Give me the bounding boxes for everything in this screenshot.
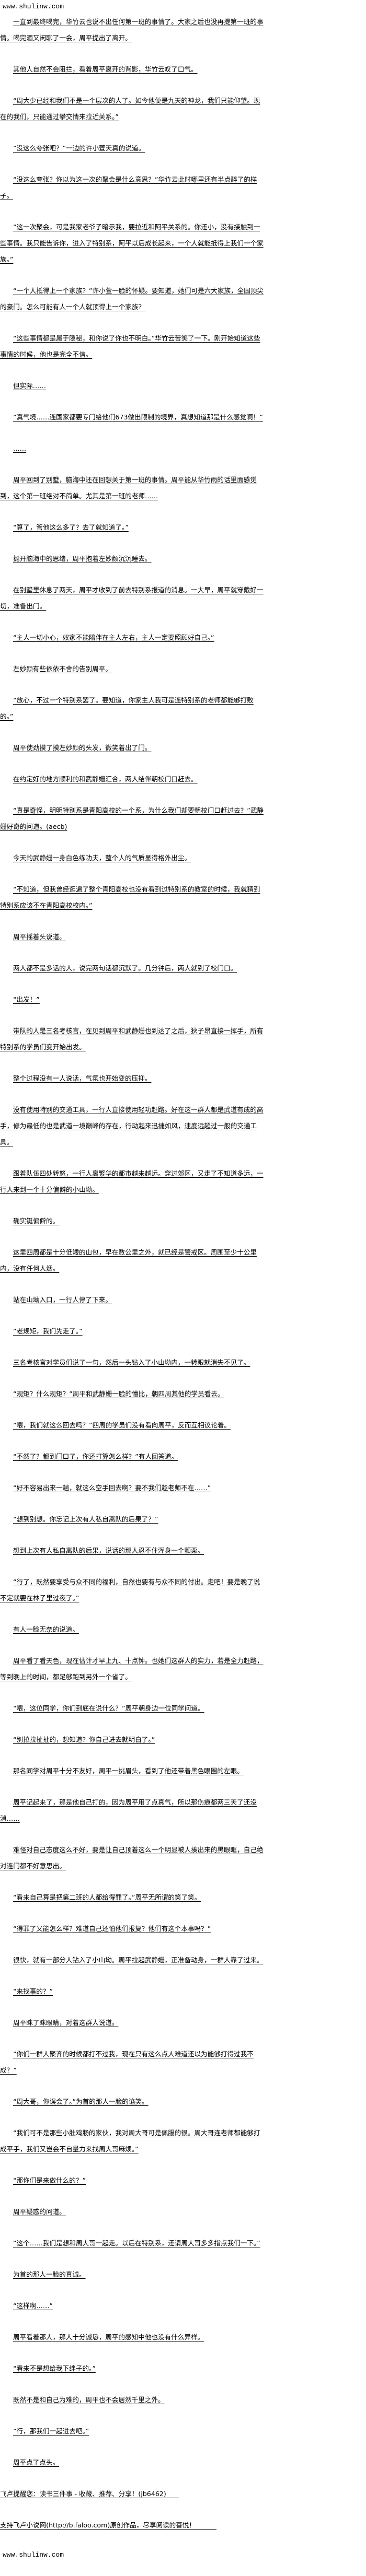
paragraph: “算了，管他这么多了？去了就知道了。”	[13, 523, 129, 531]
paragraph: “这一次聚会，可是我家老爷子暗示我，要拉近和阿平关系的。你还小，没有接触到一些事…	[0, 223, 264, 263]
paragraph: “没这么夸张吧？”一边的许小萱天真的说道。	[13, 144, 145, 152]
paragraph: “这些事情都是属于隐秘，和你说了你也不明白。”华竹云苦笑了一下。刚开始知道这些事…	[0, 334, 260, 358]
paragraph: “没这么夸张？你以为这一次的聚会是什么意思？”华竹云此时哪里还有半点醉了的样子。	[0, 175, 257, 200]
paragraph: “真是奇怪，明明特别系是青阳高校的一个系，为什么我们却要朝校门口赶过去？”武静姗…	[0, 806, 264, 830]
paragraph: “行了，既然要享受与众不同的福利，自然也要有与众不同的付出。走吧！要是晚了说不定…	[0, 1578, 260, 1602]
paragraph: 抛开脑海中的思绪，周平抱着左妙颜沉沉睡去。	[13, 555, 152, 563]
paragraph: 周平回到了别墅，脑海中还在回想关于第一班的事情。周平能从华竹雨的话里面感觉到，这…	[0, 476, 257, 500]
paragraph: 既然不是和自己为难的，周平也不会居然千里之外。	[13, 2396, 165, 2404]
paragraph: 周平点了点头。	[13, 2458, 60, 2466]
paragraph: 周平摇着头说道。	[13, 933, 66, 941]
paragraph: “别拉拉扯扯的，想知道？你自己进去就明白了。”	[13, 1736, 155, 1743]
paragraph: “喂，我们就这么回去吗？”四周的学员们没有看向周平，反而互相议论着。	[13, 1421, 231, 1429]
paragraph: 那名同学对周平十分不友好，周平一挑眉头，看到了他还带着黑色眼圈的左眼。	[13, 1767, 244, 1775]
site-footer-url: www.shulinw.com	[3, 2551, 64, 2559]
paragraph: “放心，不过一个特别系罢了。要知道，你家主人我可是连特别系的老师都能够打败的。”	[0, 696, 254, 720]
paragraph: 整个过程没有一人说话，气氛也开始变的压抑。	[13, 1074, 152, 1082]
paragraph: “得罪了又能怎么样？难道自己还怕他们报复？他们有这个本事吗？”	[13, 1925, 211, 1933]
paragraph: 确实铤偏僻的。	[13, 1217, 60, 1225]
paragraph: “我们可不是那些小肚鸡肠的家伙，我对周大哥可是佩服的很。周大哥连老师都能够打成平…	[0, 2129, 260, 2153]
paragraph: “周大少已经和我们不是一个层次的人了。如今他便是九天的神龙，我们只能仰望。现在的…	[0, 97, 260, 121]
paragraph: “看来不是想给我下绊子的。”	[13, 2364, 96, 2372]
paragraph: “真气境……连国家都要专门给他们673做出限制的境界，真想知道那是什么感觉啊！”	[13, 413, 263, 421]
paragraph: “不知道，但我曾经逛遍了整个青阳高校也没有看到过特别系的教室的时候，我就猜到特别…	[0, 885, 260, 909]
paragraph: ……	[13, 444, 27, 452]
paragraph: “看来自己算是把第二班的人都给得罪了。”周平无所谓的笑了笑。	[13, 1893, 201, 1901]
paragraph: 其他人自然不会阻拦，看着周平离开的背影，华竹云叹了口气。	[13, 65, 198, 73]
paragraph: 带队的人是三名考核官，在见到周平和武静姗也到达了之后，狄子昂直接一挥手，所有特别…	[0, 1027, 264, 1051]
paragraph: “老规矩，我们先走了。”	[13, 1327, 83, 1335]
paragraph: 今天的武静姗一身白色练功夫，整个人的气质显得格外出尘。	[13, 854, 191, 862]
paragraph: 周平眯了眯眼睛，对着这群人说道。	[13, 2019, 119, 2027]
paragraph: 没有使用特别的交通工具，一行人直接使用轻功赶路。好在这一群人都是武道有成的高手，…	[0, 1106, 264, 1146]
paragraph: 难怪对自己态度这么不好，要是让自己顶着这么一个明显被人揍出来的黑眼眶，自己绝对连…	[0, 1846, 264, 1870]
chapter-content: 一直到最终喝完，华竹云也说不出任何第一班的事情了。大家之后也没再提第一班的事情。…	[0, 14, 265, 2470]
paragraph: “这个……我们是想和周大哥一起走。以后在特别系，还请周大哥多多指点我们一下。”	[13, 2239, 260, 2247]
paragraph: 很快，就有一部分人钻入了小山坳。周平拉起武静姗，正准备动身，一群人靠了过来。	[13, 1956, 264, 1964]
paragraph: “好不容易出来一趟，就这么空手回去啊？要不我们趁老师不在……”	[13, 1484, 211, 1492]
paragraph: 有人一脸无奈的说道。	[13, 1625, 79, 1633]
paragraph: 周平使劲摸了摸左妙颜的头发，微笑着出了门。	[13, 744, 152, 752]
paragraph: “规矩？什么规矩？”周平和武静姗一脸的懵比，朝四周其他的学员看去。	[13, 1390, 224, 1398]
paragraph: 为首的那人一脸的真诚。	[13, 2270, 86, 2278]
paragraph: “来找事的？”	[13, 1987, 53, 1995]
paragraph: 这里四周都是十分低矮的山包，早在数公里之外，就已经是警戒区。周围至少十公里内，没…	[0, 1248, 257, 1272]
paragraph: “一个人抵得上一个家族？”许小萱一脸的怀疑。要知道，她们可是六大家族，全国顶尖的…	[0, 287, 264, 311]
paragraph: 周平记起来了，那是他自己打的，因为周平用了点真气，所以那伤痕都两三天了还没消……	[0, 1798, 257, 1822]
paragraph: “周大哥，你误会了。”为首的那人一脸的谄笑。	[13, 2098, 148, 2105]
paragraph: “出发！”	[13, 996, 40, 1003]
paragraph: 但实际……	[13, 382, 46, 390]
paragraph: 两人都不是多话的人，说完两句话都沉默了。几分钟后，两人就到了校门口。	[13, 964, 237, 972]
paragraph: 在别墅里休息了两天，周平才收到了前去特别系报道的消息。一大早，周平就穿戴好一切，…	[0, 586, 264, 610]
paragraph: 站在山坳入口，一行人停了下来。	[13, 1296, 112, 1304]
paragraph: “这样啊……”	[13, 2302, 53, 2310]
paragraph: “行，那我们一起进去吧。”	[13, 2427, 89, 2435]
faloo-support-link[interactable]: 支持飞卢小说网(http://b.faloo.com)原创作品，尽享阅读的喜悦！	[0, 2521, 217, 2529]
faloo-reminder: 飞卢提醒您：读书三件事 - 收藏、推荐、分享！(jb6462)	[0, 2490, 179, 2498]
paragraph: “想到别想。你忘记上次有人私自离队的后果了？”	[13, 1515, 158, 1523]
chapter-footer: 飞卢提醒您：读书三件事 - 收藏、推荐、分享！(jb6462) 支持飞卢小说网(…	[0, 2486, 366, 2562]
paragraph: “那你们是来做什么的？”	[13, 2176, 86, 2184]
paragraph: “你们一群人聚齐的时候都打不过我，现在只有这么点人难道还以为能够打得过我不成？”	[0, 2050, 254, 2074]
paragraph: 周平看了看天色，现在估计才早上九、十点钟。也她们这群人的实力，若是全力赶路，等到…	[0, 1657, 264, 1681]
paragraph: 三名考核官对学员们说了一句，然后一头钻入了小山坳内，一转眼就消失不见了。	[13, 1359, 250, 1366]
paragraph: “喂，这位同学，你们到底在说什么？”周平朝身边一位同学问道。	[13, 1704, 204, 1712]
paragraph: “主人一切小心，奴家不能陪伴在主人左右，主人一定要照顾好自己。”	[13, 634, 214, 641]
paragraph: 左妙颜有些依依不舍的告别周平。	[13, 665, 112, 673]
paragraph: “不然了？都到门口了，你还打算怎么样？”有人回答道。	[13, 1453, 178, 1460]
paragraph: 周平疑惑的问道。	[13, 2208, 66, 2216]
paragraph: 一直到最终喝完，华竹云也说不出任何第一班的事情了。大家之后也没再提第一班的事情。…	[0, 18, 264, 42]
paragraph: 在约定好的地方顺利的和武静姗汇合，两人结伴朝校门口赶去。	[13, 775, 198, 783]
paragraph: 周平看着那人，那人十分诚恳，周平的感知中他也没有什么异样。	[13, 2333, 204, 2341]
paragraph: 跟着队伍四处转悠，一行人离繁华的都市越来越远。穿过郊区，又走了不知道多远，一行人…	[0, 1169, 264, 1193]
paragraph: 想到上次有人私自离队的后果，说话的那人忍不住浑身一个颤栗。	[13, 1547, 204, 1554]
site-header-url: www.shulinw.com	[3, 3, 64, 10]
